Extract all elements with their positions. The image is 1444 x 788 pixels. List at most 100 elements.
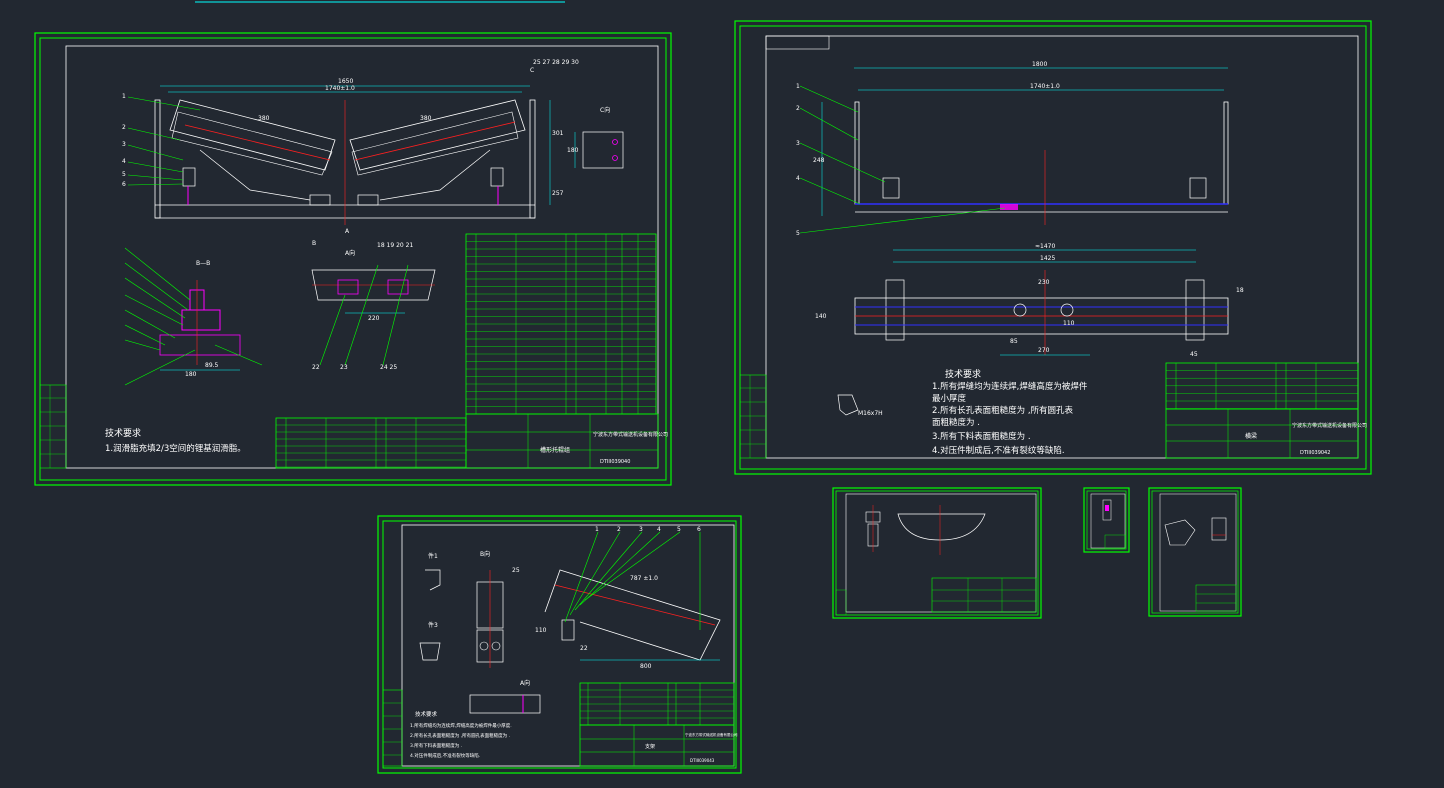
- sheet-small-part-a[interactable]: [832, 487, 1042, 619]
- view-a-detail-label: A向: [345, 249, 355, 257]
- sheet2-title-block: 宁波东方带式输送机设备有限公司 横梁 DTIII039042: [1165, 408, 1367, 459]
- s2-dim-1470: ≈1470: [1035, 243, 1055, 250]
- dim-height1-text: 301: [552, 130, 564, 137]
- s2-dim-110: 110: [1063, 320, 1075, 327]
- s2-dim-total: 1800: [1032, 61, 1047, 68]
- s2-tech-item-2b: 面粗糙度为 .: [932, 417, 980, 428]
- sheet3-outer-frame: [377, 515, 742, 774]
- sheet-bracket[interactable]: B向 件1 件3 A向 800 787 ±1.0 110 25 22: [377, 515, 742, 774]
- sheet1-view-a: A向 18 19 20 21 220 22 23 24 25: [311, 242, 436, 371]
- s3-view-b: B向: [480, 550, 490, 558]
- s3-dim-25: 25: [512, 567, 520, 574]
- balloon-5: 5: [122, 171, 126, 178]
- leaders-left: [127, 96, 201, 186]
- dim-left-roller-text: 380: [258, 115, 270, 122]
- s3-balloon-3: 3: [639, 526, 643, 533]
- s1-company: 宁波东方带式输送机设备有限公司: [593, 431, 668, 438]
- sheet5-outer-frame: [1083, 487, 1130, 553]
- center-foot-right: [357, 194, 379, 206]
- s6-part-profile: [1164, 519, 1196, 546]
- sheet1-lower-table: [275, 417, 467, 469]
- sheet2-drawing-frame: [765, 35, 1359, 459]
- sheet6-drawing-frame: [1159, 493, 1237, 612]
- sheet-small-part-b[interactable]: [1083, 487, 1130, 553]
- s2-tech-item-4: 4.对压件制成后,不准有裂纹等缺陷.: [932, 445, 1065, 456]
- dim-89-text: 89.5: [205, 362, 219, 369]
- s1-tech-item-1: 1.润滑脂充填2/3空间的锂基润滑脂。: [105, 443, 246, 454]
- sheet1-parts-list: [465, 233, 657, 415]
- s2-dim-85: 85: [1010, 338, 1018, 345]
- sheet-small-part-c[interactable]: [1148, 487, 1242, 617]
- left-roller-centerline: [184, 124, 331, 161]
- dim-height2-text: 257: [552, 190, 564, 197]
- sheet1-main-view: 1650 1740±1.0: [122, 59, 579, 247]
- sheet1-outer-frame: [34, 32, 672, 486]
- right-post: [529, 99, 536, 219]
- s6-part-side: [1211, 517, 1227, 541]
- s1-tech-title: 技术要求: [105, 427, 141, 439]
- sheet2-outer-frame: [734, 20, 1372, 475]
- s2-dim-140: 140: [815, 313, 827, 320]
- s3-balloon-2: 2: [617, 526, 621, 533]
- s3-drawing-no: DTIII039043: [690, 758, 715, 763]
- s2-balloon-2: 2: [796, 105, 800, 112]
- s2-dim-230: 230: [1038, 279, 1050, 286]
- leaders-section: [124, 247, 263, 386]
- s2-tech-item-1: 1.所有焊缝均为连续焊,焊缝高度为被焊件: [932, 381, 1088, 392]
- s3-balloon-6: 6: [697, 526, 701, 533]
- right-foot: [490, 167, 504, 187]
- view-a-label: A: [345, 228, 350, 235]
- left-roller-inner: [171, 111, 333, 176]
- s3-part-b-shape: [419, 642, 441, 661]
- s3-balloon-5: 5: [677, 526, 681, 533]
- sheet1-section-bb: B—B 180 89.5: [124, 247, 263, 386]
- sheet1-title-block: 宁波东方带式输送机设备有限公司 槽形托辊组 DTIII039040: [465, 413, 668, 469]
- s2-dim-span: 1740±1.0: [1030, 83, 1060, 90]
- view-c-detail-label: C向: [600, 106, 610, 114]
- s5-title-block: [1104, 534, 1126, 549]
- left-bracket: [199, 149, 311, 201]
- sheet-troughed-idler-assembly[interactable]: 1650 1740±1.0: [34, 32, 672, 486]
- s2-detail-label: M16x7H: [858, 410, 883, 417]
- s2-balloon-1: 1: [796, 83, 800, 90]
- s4-revision-strip: [835, 589, 847, 616]
- balloon-1: 1: [122, 93, 126, 100]
- center-foot-left: [309, 194, 331, 206]
- s3-tech-item-2: 2.所有长孔表面粗糙度为 ,所有圆孔表面粗糙度为 .: [410, 732, 510, 739]
- view-b-label: B: [312, 240, 316, 247]
- sheet5-drawing-frame: [1090, 493, 1126, 549]
- s3-main-view: 800 787 ±1.0 110 25 22 1 2 3 4 5 6: [512, 526, 721, 670]
- s2-dim-18: 18: [1236, 287, 1244, 294]
- s2-dim-270: 270: [1038, 347, 1050, 354]
- s3-tech-item-3: 3.所有下料表面粗糙度为 .: [410, 742, 462, 749]
- s3-a-view-shape: [469, 694, 541, 714]
- s2-balloon-4: 4: [796, 175, 800, 182]
- sheet3-parts-list: [579, 682, 735, 726]
- sheet3-revision-strip: [382, 689, 403, 767]
- s3-drawing-name: 支架: [645, 743, 655, 750]
- sheet4-outer-frame: [832, 487, 1042, 619]
- sheet4-inner-frame: [835, 490, 1039, 616]
- s2-dim-1425: 1425: [1040, 255, 1055, 262]
- s3-hole-left: [479, 641, 489, 651]
- s3-part-a: 件1: [428, 552, 438, 560]
- s2-tech-item-3: 3.所有下料表面粗糙度为 .: [932, 431, 1031, 442]
- sheet5-inner-frame: [1086, 490, 1127, 550]
- sheet2-detail: M16x7H: [837, 394, 883, 417]
- sheet-cross-beam[interactable]: 1800 1740±1.0 248 1 2 3 4 5: [734, 20, 1372, 475]
- sheet2-inner-frame: [739, 25, 1367, 470]
- s3-company: 宁波东方带式输送机设备有限公司: [685, 732, 738, 737]
- s2-drawing-no: DTIII039042: [1300, 450, 1330, 456]
- dim-height3-text: 180: [567, 147, 579, 154]
- s3-dim-787: 787 ±1.0: [630, 575, 658, 582]
- s2-leaders: [799, 85, 1006, 234]
- view-c-label: C: [530, 67, 534, 74]
- s4-part-profile: [897, 513, 986, 541]
- s3-view-a: A向: [520, 679, 530, 687]
- balloon-24-25: 24 25: [380, 364, 397, 371]
- right-bracket: [379, 149, 491, 201]
- s2-tech-title: 技术要求: [945, 368, 981, 380]
- sheet2-corner-box: [765, 35, 830, 50]
- s3-part-b: 件3: [428, 621, 438, 629]
